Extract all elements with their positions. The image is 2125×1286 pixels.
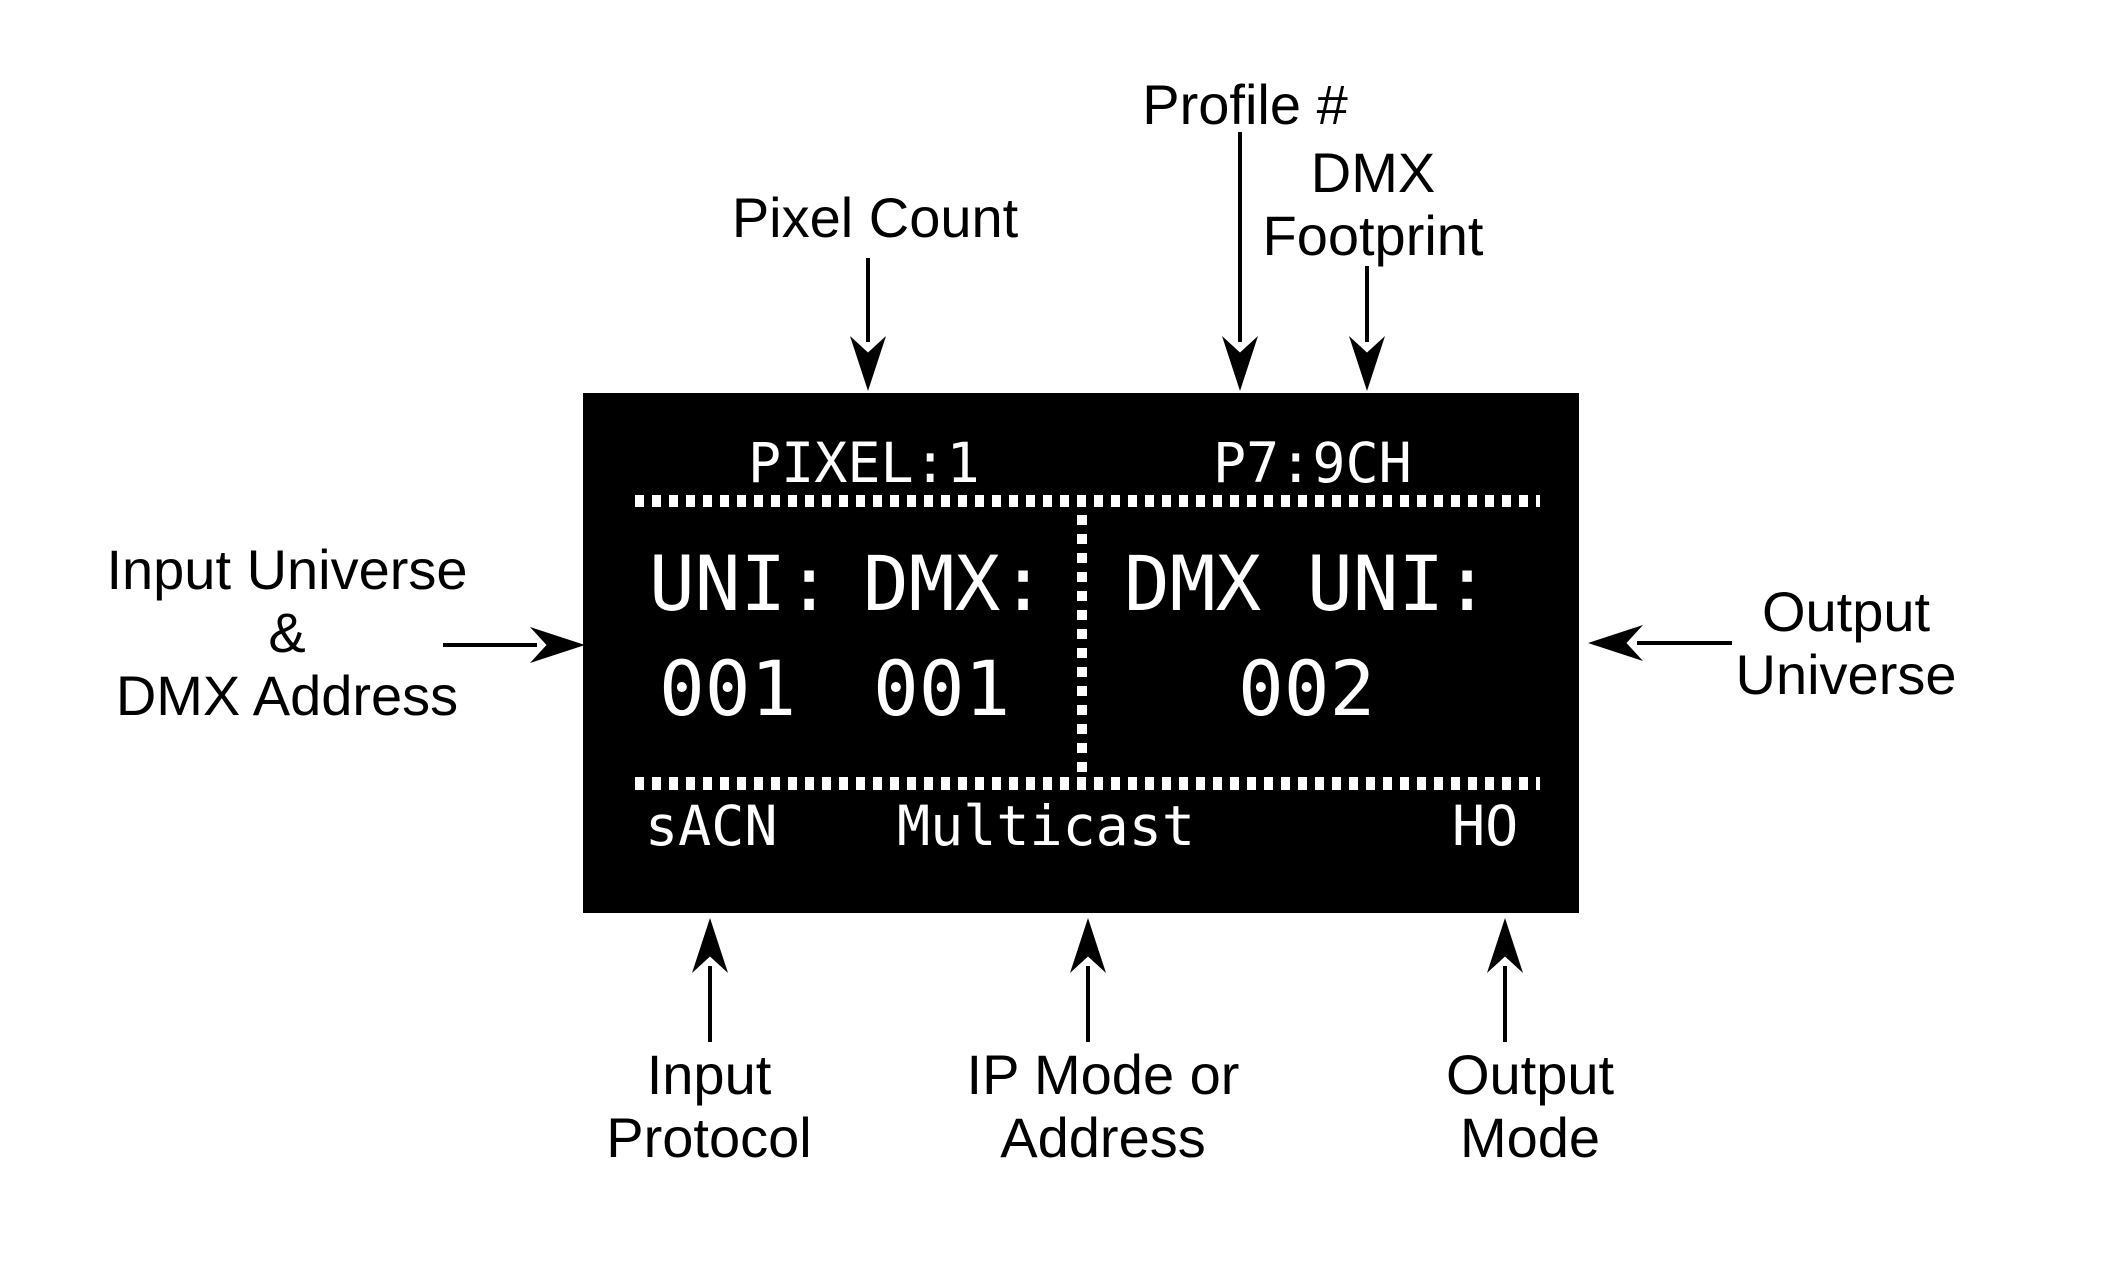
output-universe-arrow-shaft	[1637, 641, 1732, 645]
lcd-input-dmx-value: 001	[873, 644, 1011, 733]
dotted-divider-top	[635, 495, 1540, 507]
ip-mode-arrow-shaft	[1086, 966, 1090, 1042]
dotted-divider-bottom	[635, 777, 1540, 790]
lcd-input-universe-value: 001	[659, 644, 797, 733]
pixel-count-arrow-head-icon	[850, 336, 886, 391]
callout-dmx-footprint-line2: Footprint	[1262, 204, 1484, 267]
lcd-input-dmx-label: DMX:	[863, 539, 1047, 628]
callout-output-universe: Output Universe	[1636, 580, 2056, 706]
callout-input-protocol-line2: Protocol	[606, 1106, 812, 1169]
callout-ip-mode-line1: IP Mode or	[966, 1043, 1240, 1106]
callout-dmx-footprint-line1: DMX	[1310, 141, 1436, 204]
input-universe-arrow-head-icon	[530, 627, 585, 663]
lcd-output-universe-label: DMX UNI:	[1124, 539, 1491, 628]
callout-output-mode-line1: Output	[1445, 1043, 1615, 1106]
output-mode-arrow-shaft	[1503, 966, 1507, 1042]
lcd-input-protocol-value: sACN	[645, 794, 778, 858]
callout-input-universe-line2: &	[268, 601, 306, 664]
input-protocol-arrow-shaft	[708, 966, 712, 1042]
lcd-screen: PIXEL:1 P7:9CH UNI: DMX: DMX UNI: 001 00…	[583, 393, 1579, 913]
callout-ip-mode: IP Mode or Address	[893, 1043, 1313, 1169]
profile-number-arrow-head-icon	[1222, 336, 1258, 391]
lcd-pixel-count-value: PIXEL:1	[748, 431, 980, 495]
callout-input-universe-line1: Input Universe	[106, 538, 468, 601]
output-universe-arrow-head-icon	[1588, 625, 1643, 661]
callout-output-universe-line2: Universe	[1735, 643, 1957, 706]
profile-number-arrow-shaft	[1238, 132, 1242, 342]
callout-output-mode-line2: Mode	[1459, 1106, 1601, 1169]
dotted-divider-vertical	[1077, 515, 1087, 775]
output-mode-arrow-head-icon	[1487, 918, 1523, 973]
callout-dmx-footprint: DMX Footprint	[1163, 141, 1583, 267]
ip-mode-arrow-head-icon	[1070, 918, 1106, 973]
callout-ip-mode-line2: Address	[1000, 1106, 1206, 1169]
callout-input-protocol-line1: Input	[646, 1043, 772, 1106]
lcd-profile-footprint-value: P7:9CH	[1213, 431, 1412, 495]
callout-output-mode: Output Mode	[1320, 1043, 1740, 1169]
callout-profile-number-text: Profile #	[1142, 73, 1348, 136]
input-universe-arrow-shaft	[443, 643, 537, 647]
dmx-footprint-arrow-shaft	[1365, 266, 1369, 342]
callout-pixel-count-text: Pixel Count	[731, 186, 1019, 249]
pixel-count-arrow-shaft	[866, 258, 870, 342]
callout-profile-number: Profile #	[1035, 73, 1455, 136]
callout-output-universe-line1: Output	[1761, 580, 1931, 643]
callout-pixel-count: Pixel Count	[665, 186, 1085, 249]
callout-input-protocol: Input Protocol	[499, 1043, 919, 1169]
input-protocol-arrow-head-icon	[692, 918, 728, 973]
lcd-input-universe-label: UNI:	[649, 539, 833, 628]
callout-input-universe-line3: DMX Address	[115, 664, 459, 727]
lcd-ip-mode-value: Multicast	[897, 794, 1196, 858]
lcd-output-mode-value: HO	[1452, 794, 1519, 858]
callout-input-universe: Input Universe & DMX Address	[77, 538, 497, 727]
dmx-footprint-arrow-head-icon	[1349, 336, 1385, 391]
lcd-output-universe-value: 002	[1238, 644, 1376, 733]
